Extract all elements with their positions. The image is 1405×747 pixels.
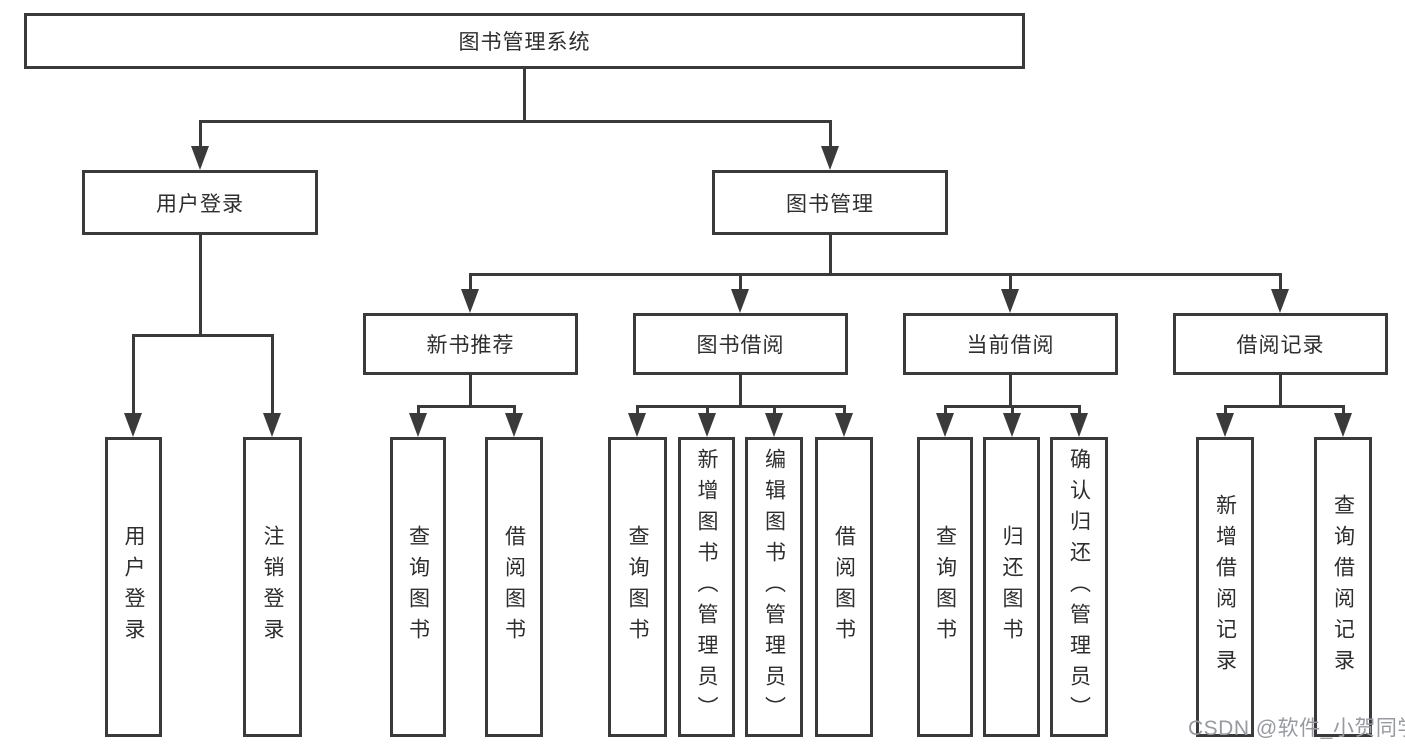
connector-line [738,273,742,290]
leaf-add-borrow-record: 新增借阅记录 [1196,437,1254,737]
connector-line [512,405,516,414]
connector-line [738,375,742,405]
node-library-management-system: 图书管理系统 [24,13,1025,69]
node-new-book-recommendation: 新书推荐 [363,313,578,375]
connector-line [522,69,526,120]
connector-line [131,334,135,414]
connector-line [635,405,846,408]
connector-line [842,405,846,414]
node-book-management: 图书管理 [712,170,948,235]
connector-line [198,120,832,123]
leaf-confirm-return-admin: 确认归还（管理员） [1050,437,1108,737]
node-book-borrowing: 图书借阅 [633,313,848,375]
arrow-down-icon [461,289,479,313]
node-current-borrowing: 当前借阅 [903,313,1118,375]
node-label: 用户登录 [122,525,145,649]
connector-line [1223,405,1345,408]
connector-line [468,273,472,290]
node-label: 查询图书 [626,525,649,649]
connector-line [1008,273,1012,290]
leaf-logout: 注销登录 [243,437,302,737]
connector-line [705,405,709,414]
node-label: 用户登录 [156,192,244,216]
node-label: 查询图书 [406,525,430,649]
arrow-down-icon [191,146,209,170]
leaf-edit-books-admin: 编辑图书（管理员） [745,437,803,737]
leaf-add-books-admin: 新增图书（管理员） [678,437,735,737]
leaf-query-books: 查询图书 [608,437,667,737]
connector-line [468,273,1282,276]
arrow-down-icon [263,413,281,437]
watermark: CSDN @软件_小贺同学 [1188,717,1405,740]
connector-line [943,405,947,414]
node-user-login: 用户登录 [82,170,318,235]
arrow-down-icon [835,413,853,437]
connector-line [1223,405,1227,414]
leaf-borrow-books: 借阅图书 [485,437,543,737]
node-borrowing-records: 借阅记录 [1173,313,1388,375]
node-label: 编辑图书（管理员） [762,447,786,727]
arrow-down-icon [1216,413,1234,437]
arrow-down-icon [1070,413,1088,437]
connector-line [198,235,202,334]
connector-line [416,405,516,408]
leaf-query-books: 查询图书 [917,437,973,737]
arrow-down-icon [1003,413,1021,437]
node-label: 查询图书 [933,525,957,649]
node-label: 注销登录 [261,525,284,649]
arrow-down-icon [628,413,646,437]
arrow-down-icon [124,413,142,437]
connector-line [772,405,776,414]
node-label: 新增图书（管理员） [695,447,718,727]
connector-line [270,334,274,414]
arrow-down-icon [821,146,839,170]
arrow-down-icon [936,413,954,437]
node-label: 图书管理系统 [458,31,591,54]
connector-line [635,405,639,414]
connector-line [131,334,274,337]
node-label: 借阅图书 [832,525,856,649]
node-label: 查询借阅记录 [1331,494,1355,680]
node-label: 当前借阅 [966,334,1055,357]
node-label: 新增借阅记录 [1213,494,1237,680]
connector-line [828,235,832,273]
node-label: 借阅记录 [1236,334,1325,357]
arrow-down-icon [505,413,523,437]
leaf-user-login: 用户登录 [105,437,162,737]
connector-line [1278,273,1282,290]
leaf-borrow-books: 借阅图书 [815,437,873,737]
connector-line [416,405,420,414]
connector-line [1008,375,1012,405]
arrow-down-icon [698,413,716,437]
arrow-down-icon [409,413,427,437]
node-label: 确认归还（管理员） [1067,447,1091,727]
leaf-return-books: 归还图书 [983,437,1040,737]
connector-line [1010,405,1014,414]
node-label: 新书推荐 [426,334,515,357]
leaf-query-books: 查询图书 [390,437,446,737]
connector-line [828,120,832,147]
arrow-down-icon [731,289,749,313]
node-label: 归还图书 [1000,525,1023,649]
arrow-down-icon [1001,289,1019,313]
leaf-query-borrow-record: 查询借阅记录 [1314,437,1372,737]
connector-line [468,375,472,405]
connector-line [1341,405,1345,414]
arrow-down-icon [1334,413,1352,437]
arrow-down-icon [1271,289,1289,313]
arrow-down-icon [765,413,783,437]
node-label: 图书管理 [786,192,874,216]
connector-line [1278,375,1282,405]
node-label: 图书借阅 [696,334,785,357]
connector-line [198,120,202,147]
connector-line [1077,405,1081,414]
node-label: 借阅图书 [502,525,526,649]
